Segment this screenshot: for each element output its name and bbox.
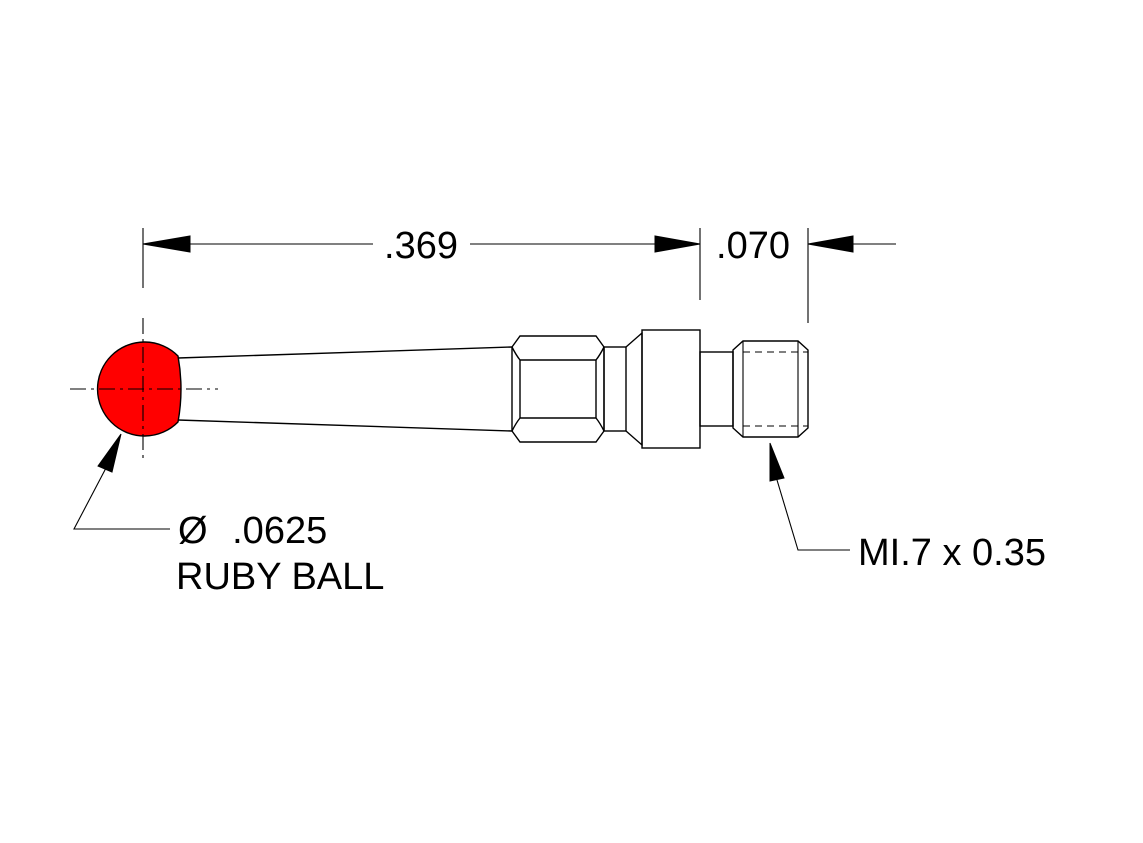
dimension-369: .369 <box>142 225 701 300</box>
neck-section <box>603 331 643 447</box>
dimension-thread-length-value: .070 <box>716 225 790 267</box>
thread-spec-label: MI.7 x 0.35 <box>858 532 1046 574</box>
hex-body <box>511 335 605 443</box>
ball-callout: Ø .0625 RUBY BALL <box>73 433 384 598</box>
tapered-stem <box>177 346 513 432</box>
ball-diameter-value: .0625 <box>232 510 327 552</box>
collar <box>641 329 701 449</box>
dimension-070: .070 <box>716 225 896 323</box>
arrowhead-left-icon <box>142 235 191 253</box>
arrowhead-right-icon <box>654 235 701 253</box>
ball-material-label: RUBY BALL <box>176 556 384 598</box>
dimension-length-value: .369 <box>384 225 458 267</box>
thread-callout: MI.7 x 0.35 <box>769 442 1046 574</box>
leader-arrow-icon <box>97 433 122 473</box>
leader-arrow-icon <box>769 442 785 482</box>
svg-text:Ø .0625: Ø .0625 <box>178 510 327 552</box>
diameter-symbol: Ø <box>178 510 208 552</box>
thread-relief <box>699 351 734 427</box>
arrowhead-left-icon <box>807 235 854 253</box>
threaded-end <box>732 340 809 438</box>
